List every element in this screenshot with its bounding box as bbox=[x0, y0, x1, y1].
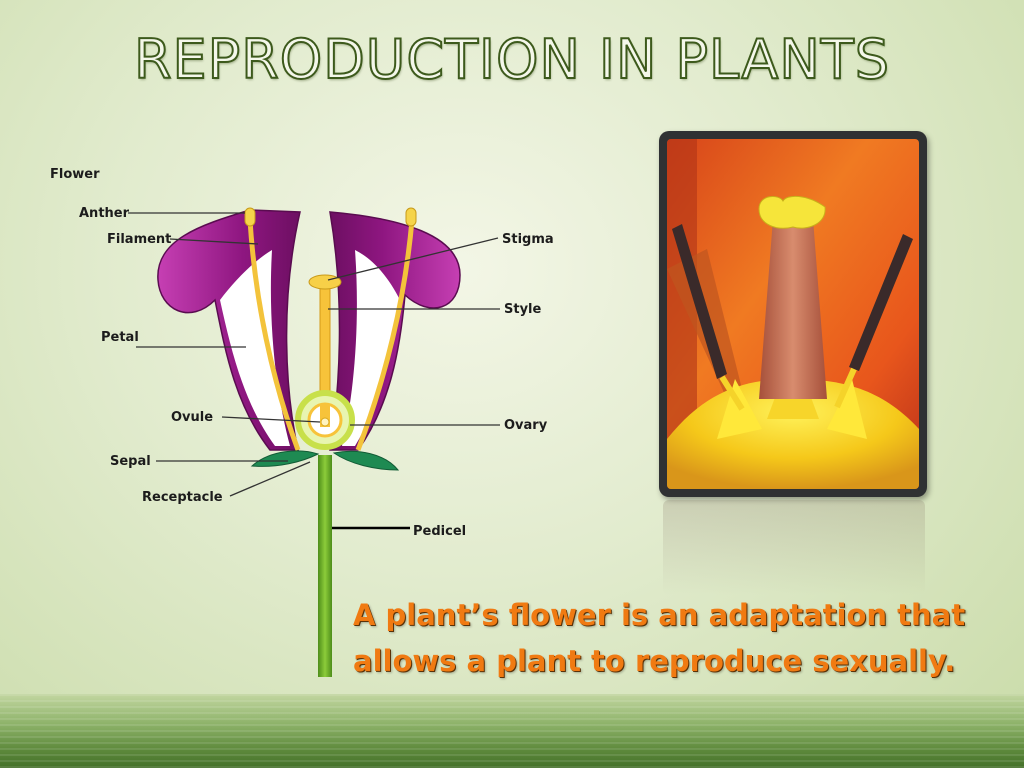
right-sepal-shape bbox=[332, 450, 400, 471]
caption-line-1: A plant’s flower is an adaptation that bbox=[353, 598, 966, 632]
ovule-shape bbox=[320, 417, 330, 427]
label-ovary: Ovary bbox=[504, 418, 548, 433]
label-receptacle: Receptacle bbox=[142, 490, 223, 505]
flower-photo bbox=[667, 139, 919, 489]
flower-photo-frame bbox=[659, 131, 927, 497]
left-sepal-shape bbox=[250, 450, 320, 467]
caption-line-2: allows a plant to reproduce sexually. bbox=[353, 644, 956, 678]
slide-title: REPRODUCTION IN PLANTS bbox=[133, 27, 890, 92]
diagram-heading: Flower bbox=[50, 167, 100, 182]
label-filament: Filament bbox=[107, 232, 171, 247]
pedicel-shape bbox=[318, 455, 332, 677]
label-pedicel: Pedicel bbox=[413, 524, 466, 539]
flower-diagram: Flower Anther Filament Petal Ovule Sepal… bbox=[40, 150, 580, 690]
label-style: Style bbox=[504, 302, 542, 317]
label-sepal: Sepal bbox=[110, 454, 151, 469]
slide-caption: A plant’s flower is an adaptation that a… bbox=[353, 592, 993, 684]
left-anther-shape bbox=[244, 207, 256, 227]
footer-band bbox=[0, 694, 1024, 768]
photo-reflection bbox=[663, 500, 925, 595]
label-stigma: Stigma bbox=[502, 232, 554, 247]
label-ovule: Ovule bbox=[171, 410, 213, 425]
stigma-shape bbox=[308, 274, 342, 290]
right-anther-shape bbox=[405, 207, 417, 227]
label-petal: Petal bbox=[101, 330, 139, 345]
flower-diagram-svg: Flower Anther Filament Petal Ovule Sepal… bbox=[50, 167, 554, 677]
flower-photo-svg bbox=[667, 139, 919, 489]
footer-stripes bbox=[0, 694, 1024, 768]
label-anther: Anther bbox=[79, 206, 130, 221]
